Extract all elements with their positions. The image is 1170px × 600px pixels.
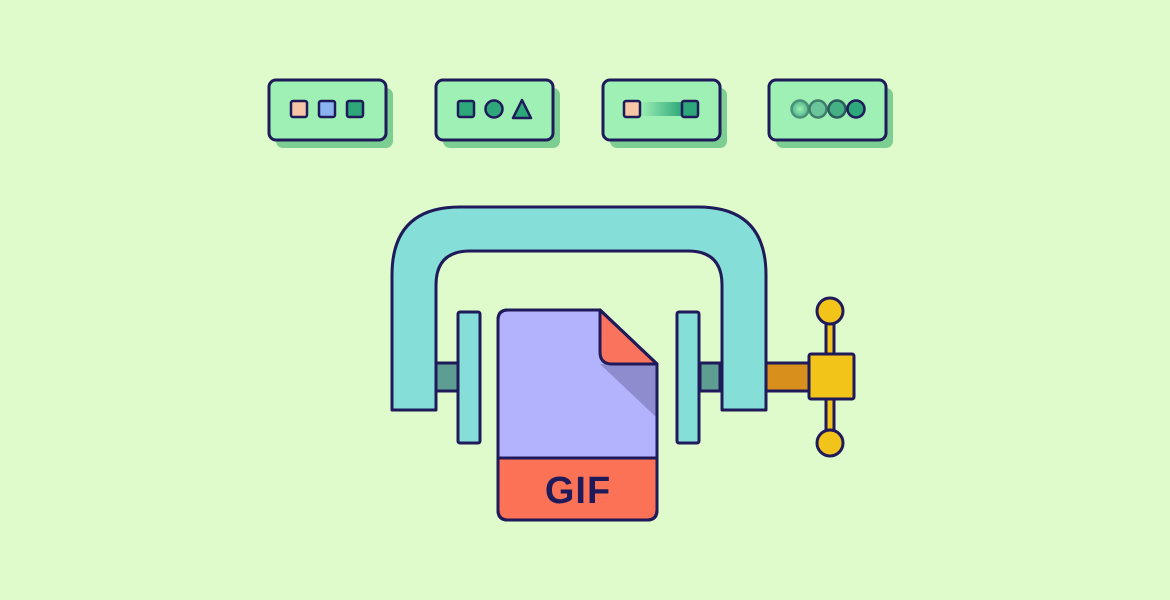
overlapping-circles-icon xyxy=(790,99,866,119)
three-squares-icon xyxy=(289,99,365,119)
card-overlapping-circles xyxy=(767,78,893,148)
square-circle-triangle-icon xyxy=(456,98,533,120)
card-gradient-bar xyxy=(601,78,727,148)
card-square-circle-triangle xyxy=(434,78,560,148)
gradient-bar-icon xyxy=(622,99,700,119)
gif-file-icon: GIF xyxy=(496,308,659,522)
card-three-squares xyxy=(267,78,393,148)
file-type-label: GIF xyxy=(545,470,611,512)
c-clamp-icon xyxy=(390,205,856,458)
